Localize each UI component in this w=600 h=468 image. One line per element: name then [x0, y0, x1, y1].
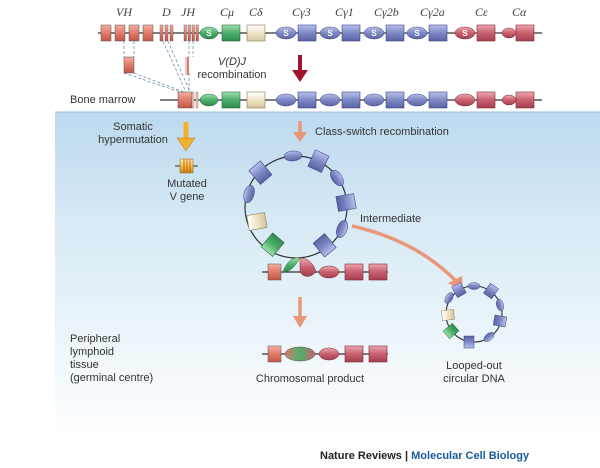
c-gamma2b-label: Cγ2b: [374, 5, 399, 19]
csr-label: Class-switch recombination: [315, 126, 449, 138]
hypermutation-label: hypermutation: [98, 134, 168, 146]
d-label: D: [162, 5, 171, 19]
switch-letter: S: [283, 29, 289, 38]
vdj-label: V(D)J: [217, 56, 247, 68]
vh-segment: [142, 24, 154, 42]
c-delta-gene: [246, 24, 266, 42]
switch-letter: S: [206, 29, 212, 38]
vdj-arrow: [292, 55, 308, 82]
vh-label: VH: [116, 5, 132, 19]
switch-region-mu: [199, 26, 219, 40]
jh-segment: [191, 24, 195, 42]
switch-letter: S: [462, 29, 468, 38]
c-delta-label: Cδ: [249, 5, 263, 19]
c-gamma1-label: Cγ1: [335, 5, 354, 19]
vh-segment: [128, 24, 140, 42]
peripheral-label-2: lymphoid: [70, 346, 115, 358]
switch-letter: S: [327, 29, 333, 38]
jh-segment: [187, 24, 191, 42]
circular-dna: [441, 281, 508, 349]
c-mu-gene: [221, 24, 241, 42]
chromosomal-product-locus: [262, 345, 388, 363]
switch-letter: S: [371, 29, 377, 38]
peripheral-label-3: tissue: [70, 359, 99, 371]
chromosomal-product-label: Chromosomal product: [255, 373, 365, 385]
credit-separator: |: [405, 450, 409, 462]
excised-vh-segment: [123, 56, 135, 74]
looped-out-label: Looped-out: [446, 360, 502, 372]
hypermutation-arrow: [176, 122, 196, 152]
bone-marrow-label: Bone marrow: [70, 94, 136, 106]
c-epsilon-gene: [476, 24, 496, 42]
v-gene-label: V gene: [169, 191, 205, 203]
switch-region-g2b: [363, 26, 385, 40]
c-gamma3-label: Cγ3: [292, 5, 311, 19]
d-segment: [164, 24, 169, 42]
c-gamma1-gene: [341, 24, 361, 42]
peripheral-label-1: Peripheral: [70, 333, 121, 345]
recombined-locus: [160, 91, 542, 109]
peripheral-label-4: (germinal centre): [70, 372, 154, 384]
c-gamma2a-gene: [428, 24, 448, 42]
vh-segment: [114, 24, 126, 42]
jh-segment: [195, 24, 199, 42]
publisher-name: Nature Reviews: [320, 450, 402, 462]
c-gamma2b-gene: [385, 24, 405, 42]
intermediate-loop: [243, 149, 388, 281]
c-epsilon-label: Cε: [475, 5, 488, 19]
c-mu-label: Cμ: [220, 5, 235, 19]
intermediate-label: Intermediate: [360, 213, 422, 225]
publication-credit: Nature Reviews | Molecular Cell Biology: [320, 450, 529, 462]
c-alpha-gene: [515, 24, 535, 42]
jh-label: JH: [181, 5, 195, 19]
c-gamma2a-label: Cγ2a: [420, 5, 445, 19]
c-alpha-label: Cα: [512, 5, 527, 19]
mutated-v-gene: [175, 158, 198, 174]
somatic-label: Somatic: [113, 121, 153, 133]
switch-region-g3: [275, 26, 297, 40]
mutated-label: Mutated: [167, 178, 207, 190]
journal-name: Molecular Cell Biology: [411, 450, 530, 462]
vdj-exon: [177, 91, 193, 109]
c-gamma3-gene: [297, 24, 317, 42]
recombination-label: recombination: [197, 69, 267, 81]
switch-letter: S: [414, 29, 420, 38]
d-segment: [159, 24, 164, 42]
vh-segment: [100, 24, 112, 42]
switch-region-e: [454, 26, 476, 40]
switch-region-a: [501, 27, 517, 39]
switch-region-g2a: [406, 26, 428, 40]
switch-region-g1: [319, 26, 341, 40]
circular-dna-label: circular DNA: [443, 373, 505, 385]
germline-locus: [98, 24, 542, 42]
product-arrow: [293, 297, 307, 328]
jh-segment: [183, 24, 187, 42]
d-segment: [169, 24, 174, 42]
vdj-join-lines: [123, 40, 194, 93]
csr-arrow: [293, 121, 307, 142]
